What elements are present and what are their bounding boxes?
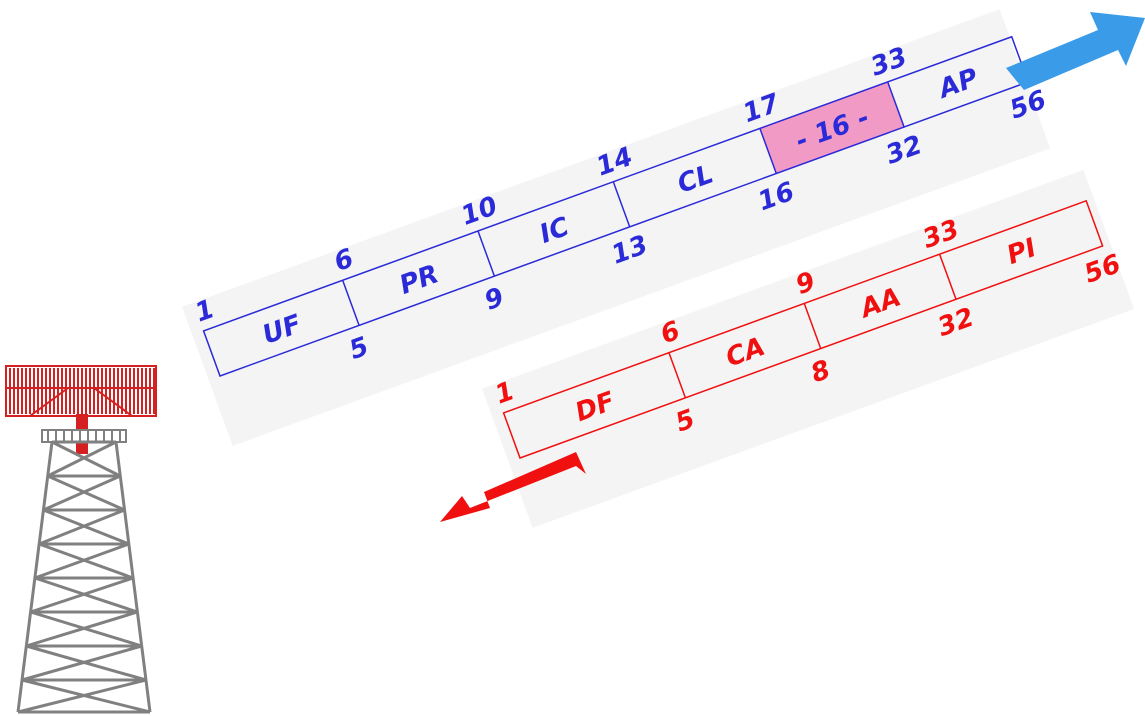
downlink-arrow-icon — [440, 452, 586, 522]
uplink-arrow-icon — [1006, 12, 1145, 90]
tower-platform — [41, 429, 127, 443]
uplink-highlight-field — [759, 81, 905, 174]
radar-tower-icon — [5, 365, 157, 714]
radar-antenna — [5, 365, 157, 454]
tower-lattice — [16, 440, 152, 714]
